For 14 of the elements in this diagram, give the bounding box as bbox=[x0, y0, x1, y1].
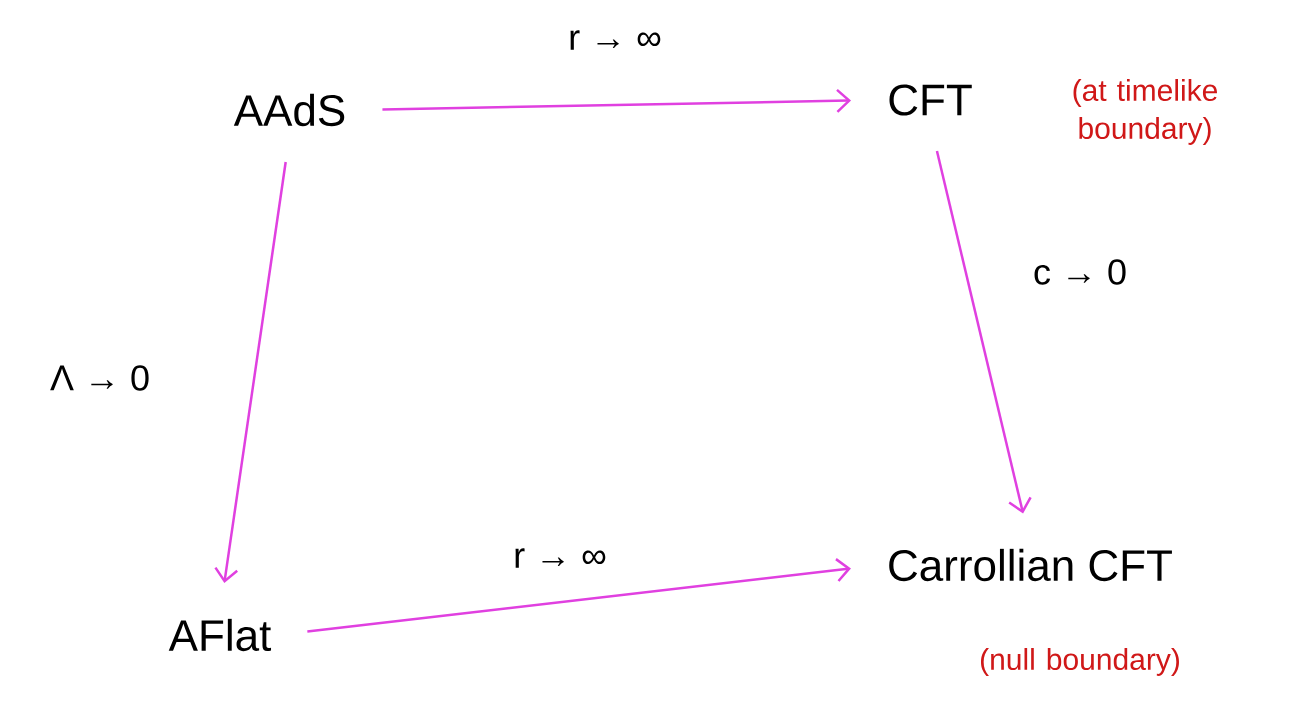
note-text: (at timelike boundary) bbox=[1073, 79, 1217, 145]
node-label: Carrollian CFT bbox=[889, 548, 1172, 582]
arrow bbox=[935, 150, 1032, 514]
arrow bbox=[214, 161, 287, 583]
edge-label: Λ → 0 bbox=[46, 362, 154, 394]
note-text: (null boundary) bbox=[981, 648, 1179, 676]
edge-label: c → 0 bbox=[1030, 256, 1131, 288]
edge-label: r → ∞ bbox=[565, 27, 665, 53]
edge-label: r → ∞ bbox=[510, 545, 610, 571]
arrow bbox=[382, 88, 852, 113]
node-label: AFlat bbox=[168, 618, 271, 652]
arrow bbox=[307, 558, 851, 633]
node-label: AAdS bbox=[233, 93, 345, 127]
node-label: CFT bbox=[889, 84, 972, 116]
